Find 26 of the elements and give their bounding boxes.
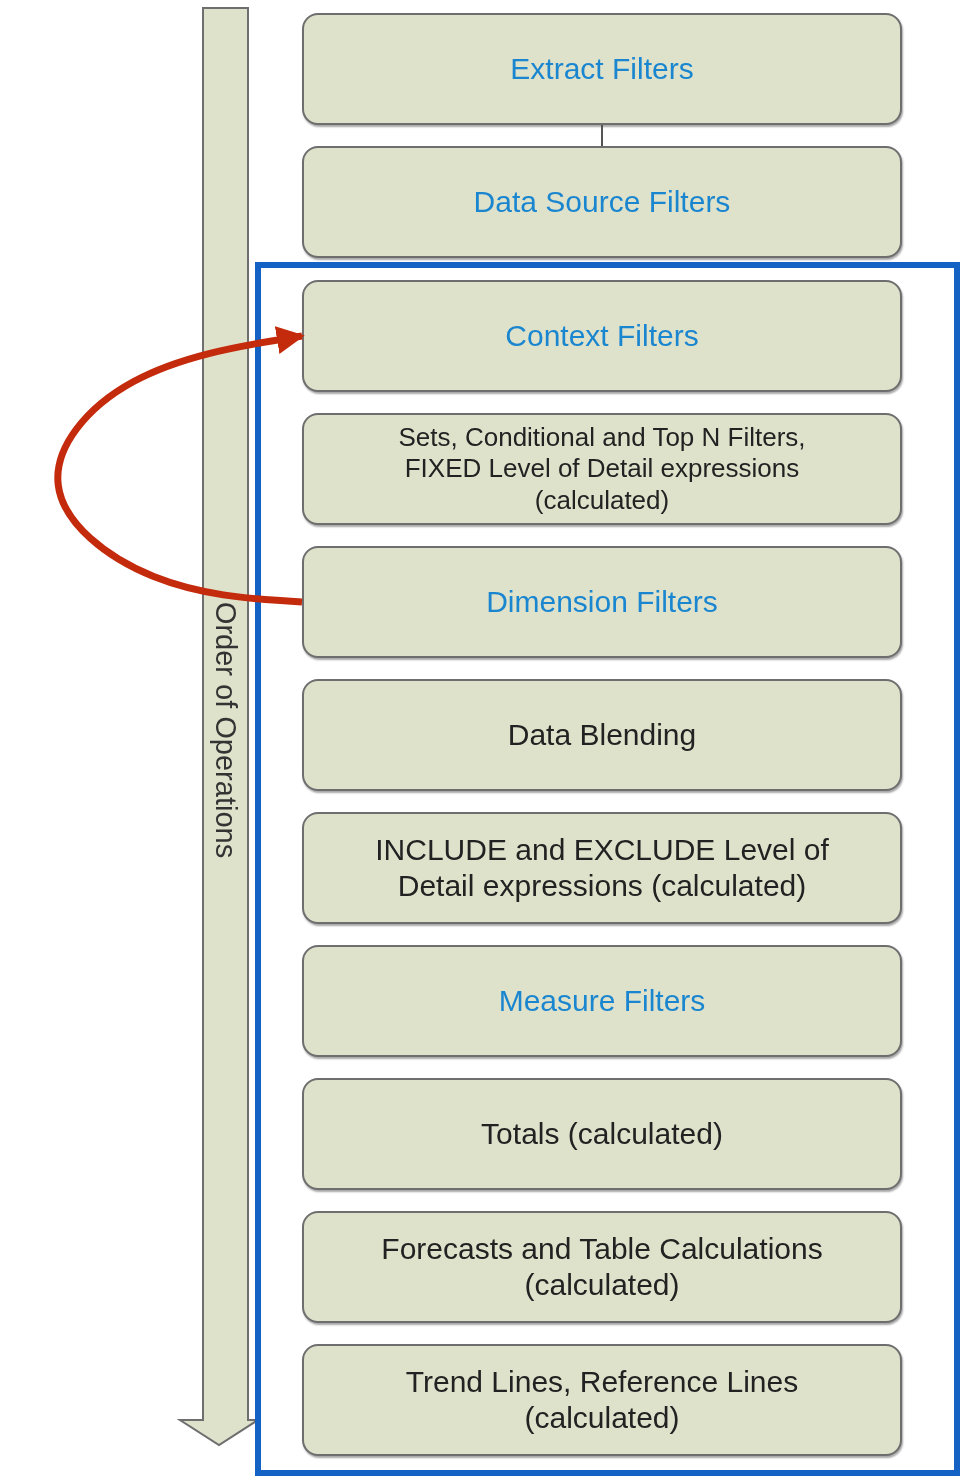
- step-label: Sets, Conditional and Top N Filters, FIXED Level of Detail expressions (calculated): [397, 422, 807, 516]
- step-label: INCLUDE and EXCLUDE Level of Detail expressions (calculated): [374, 832, 830, 904]
- process-box: [302, 1078, 902, 1190]
- axis-label: Order of Operations: [208, 601, 242, 859]
- process-box: [302, 812, 902, 924]
- step-label: Dimension Filters: [485, 584, 719, 620]
- process-box: [302, 945, 902, 1057]
- process-box: [302, 13, 902, 125]
- step-label: Data Blending: [506, 717, 698, 753]
- process-box: [302, 413, 902, 525]
- process-box: [302, 546, 902, 658]
- connector-line: [601, 124, 603, 147]
- process-box: [302, 146, 902, 258]
- step-label: Extract Filters: [509, 51, 695, 87]
- process-box: [302, 1211, 902, 1323]
- step-label: Trend Lines, Reference Lines (calculated): [404, 1364, 800, 1436]
- step-label: Totals (calculated): [480, 1116, 724, 1152]
- curved-arrow: [54, 326, 305, 606]
- process-box: [302, 1344, 902, 1456]
- step-label: Forecasts and Table Calculations (calculated): [380, 1231, 824, 1303]
- step-label: Context Filters: [504, 318, 700, 354]
- step-label: Data Source Filters: [472, 184, 732, 220]
- step-label: Measure Filters: [497, 983, 707, 1019]
- process-box: [302, 280, 902, 392]
- process-box: [302, 679, 902, 791]
- group-box: [255, 262, 960, 1476]
